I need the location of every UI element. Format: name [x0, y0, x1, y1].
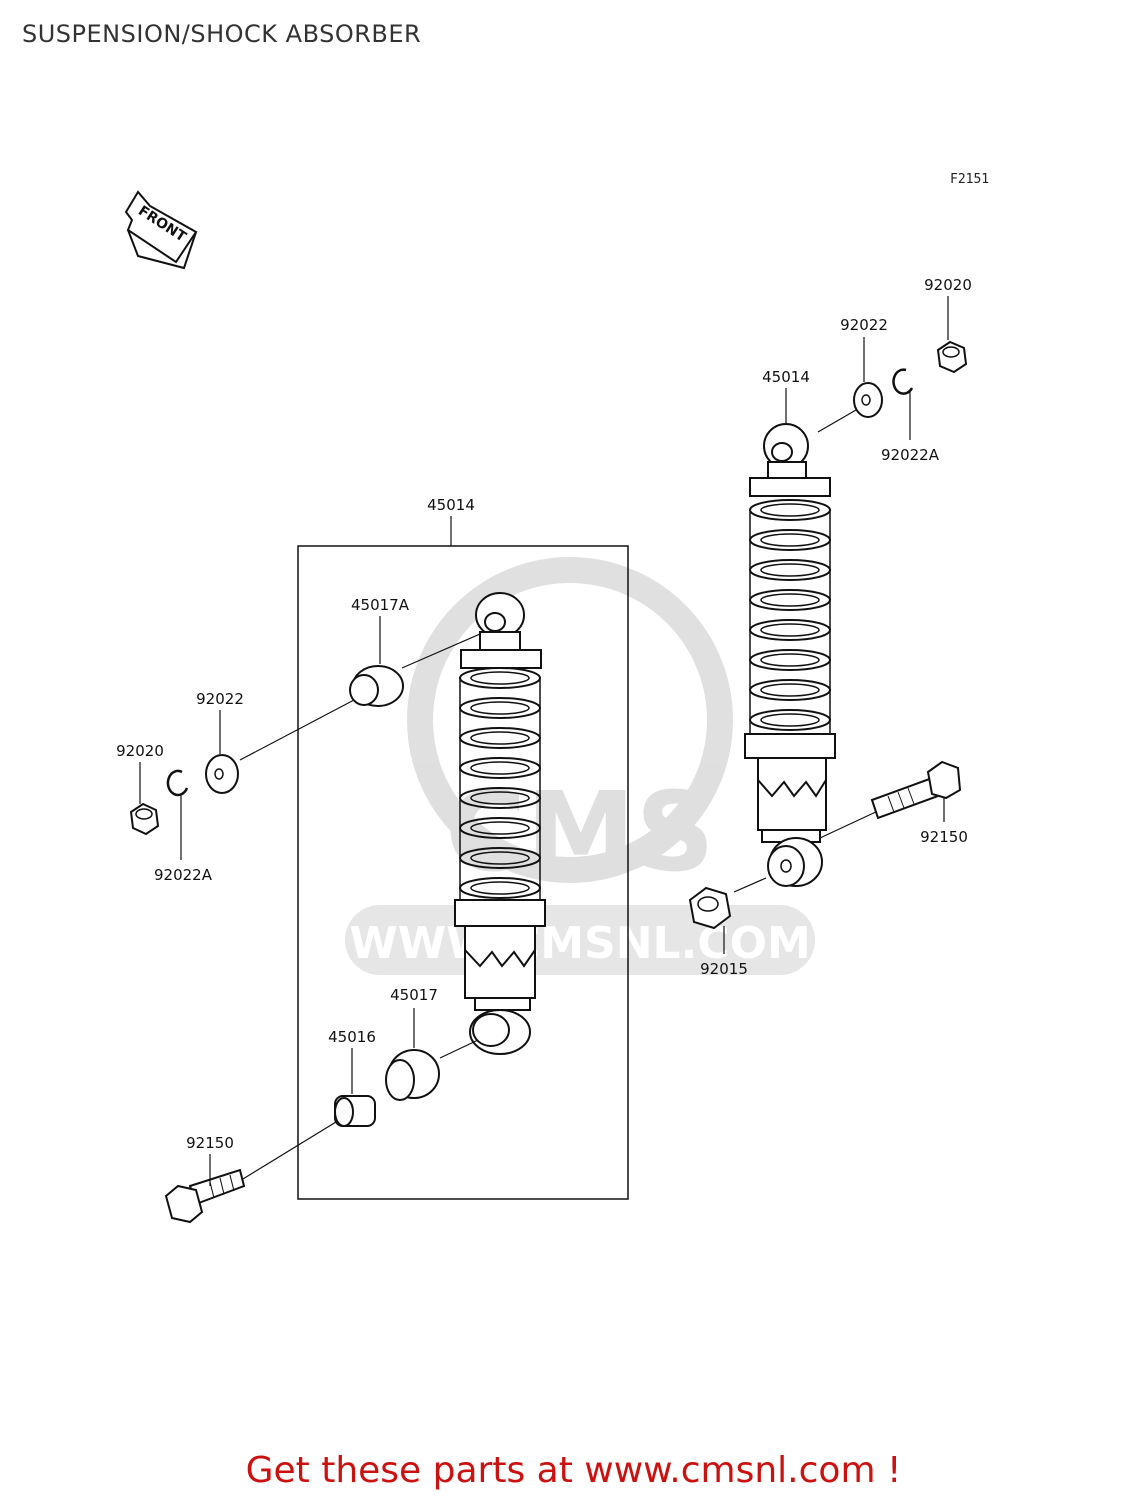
figure-code: F2151	[950, 172, 990, 187]
front-direction-arrow: FRONT	[124, 190, 198, 270]
part-label-45017a: 45017A	[351, 596, 410, 614]
part-label-92015: 92015	[700, 960, 748, 978]
left-upper-clip	[166, 769, 189, 797]
right-upper-clip	[892, 368, 914, 395]
right-upper-nut	[936, 340, 968, 374]
left-upper-washer	[205, 754, 239, 794]
part-label-92150-right: 92150	[920, 828, 968, 846]
left-lower-bushing	[385, 1049, 440, 1101]
part-label-45017: 45017	[390, 986, 438, 1004]
part-label-92020-right: 92020	[924, 276, 972, 294]
part-label-92022-right: 92022	[840, 316, 888, 334]
left-upper-bushing	[349, 665, 404, 707]
footer-link[interactable]: Get these parts at www.cmsnl.com !	[245, 1450, 902, 1491]
part-label-92022a-right: 92022A	[881, 446, 940, 464]
part-label-45016: 45016	[328, 1028, 376, 1046]
part-label-45014-right: 45014	[762, 368, 810, 386]
left-lower-collar	[334, 1095, 376, 1127]
part-label-92020-left: 92020	[116, 742, 164, 760]
left-upper-nut	[129, 802, 160, 836]
leader-lines	[139, 296, 949, 1186]
part-label-92022a-left: 92022A	[154, 866, 213, 884]
left-lower-bolt	[164, 1168, 246, 1224]
part-label-92022-left: 92022	[196, 690, 244, 708]
right-lower-nut	[688, 886, 732, 930]
part-label-92150-left: 92150	[186, 1134, 234, 1152]
page-title: SUSPENSION/SHOCK ABSORBER	[22, 20, 422, 48]
watermark-site-text: WWW.CMSNL.COM	[349, 918, 811, 969]
watermark-logo-text: CMS	[445, 768, 714, 896]
cms-watermark: CMS WWW.CMSNL.COM	[345, 557, 815, 975]
right-upper-washer	[853, 382, 883, 418]
right-shock-absorber	[744, 423, 836, 887]
right-lower-bolt	[870, 760, 962, 820]
left-shock-absorber	[454, 592, 546, 1055]
left-assembly-frame	[297, 545, 629, 1200]
part-label-45014-left: 45014	[427, 496, 475, 514]
